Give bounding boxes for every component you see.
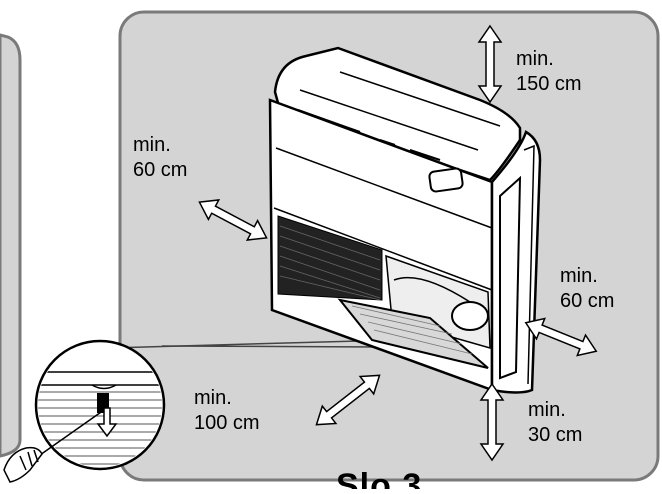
zoom-leader-line <box>161 345 391 348</box>
right-clearance-arrow-icon <box>524 317 598 357</box>
left-clearance-label: min. 60 cm <box>133 133 187 183</box>
left-clearance-min-text: min. <box>133 134 171 156</box>
right-clearance-min-text: min. <box>560 265 598 287</box>
left-clearance-value: 60 cm <box>133 159 188 181</box>
front-clearance-min-text: min. <box>194 387 232 409</box>
top-clearance-min-text: min. <box>516 48 554 70</box>
top-clearance-arrow-icon <box>477 24 503 104</box>
hand-screwdriver-icon <box>3 446 43 483</box>
floor-clearance-arrow-icon <box>479 382 505 462</box>
top-clearance-value: 150 cm <box>516 73 582 95</box>
floor-clearance-value: 30 cm <box>528 424 583 446</box>
front-clearance-label: min. 100 cm <box>194 386 260 436</box>
zoom-leader-line <box>107 339 396 349</box>
left-panel-frame <box>0 33 22 458</box>
figure-caption: Slo 3 <box>336 467 423 489</box>
top-clearance-label: min. 150 cm <box>516 47 582 97</box>
front-clearance-value: 100 cm <box>194 412 260 434</box>
floor-clearance-label: min. 30 cm <box>528 398 582 448</box>
floor-clearance-min-text: min. <box>528 399 566 421</box>
detail-zoom-circle <box>34 339 166 471</box>
right-clearance-value: 60 cm <box>560 290 615 312</box>
right-clearance-label: min. 60 cm <box>560 264 614 314</box>
left-clearance-arrow-icon <box>198 199 268 241</box>
front-clearance-arrow-icon <box>315 374 381 426</box>
